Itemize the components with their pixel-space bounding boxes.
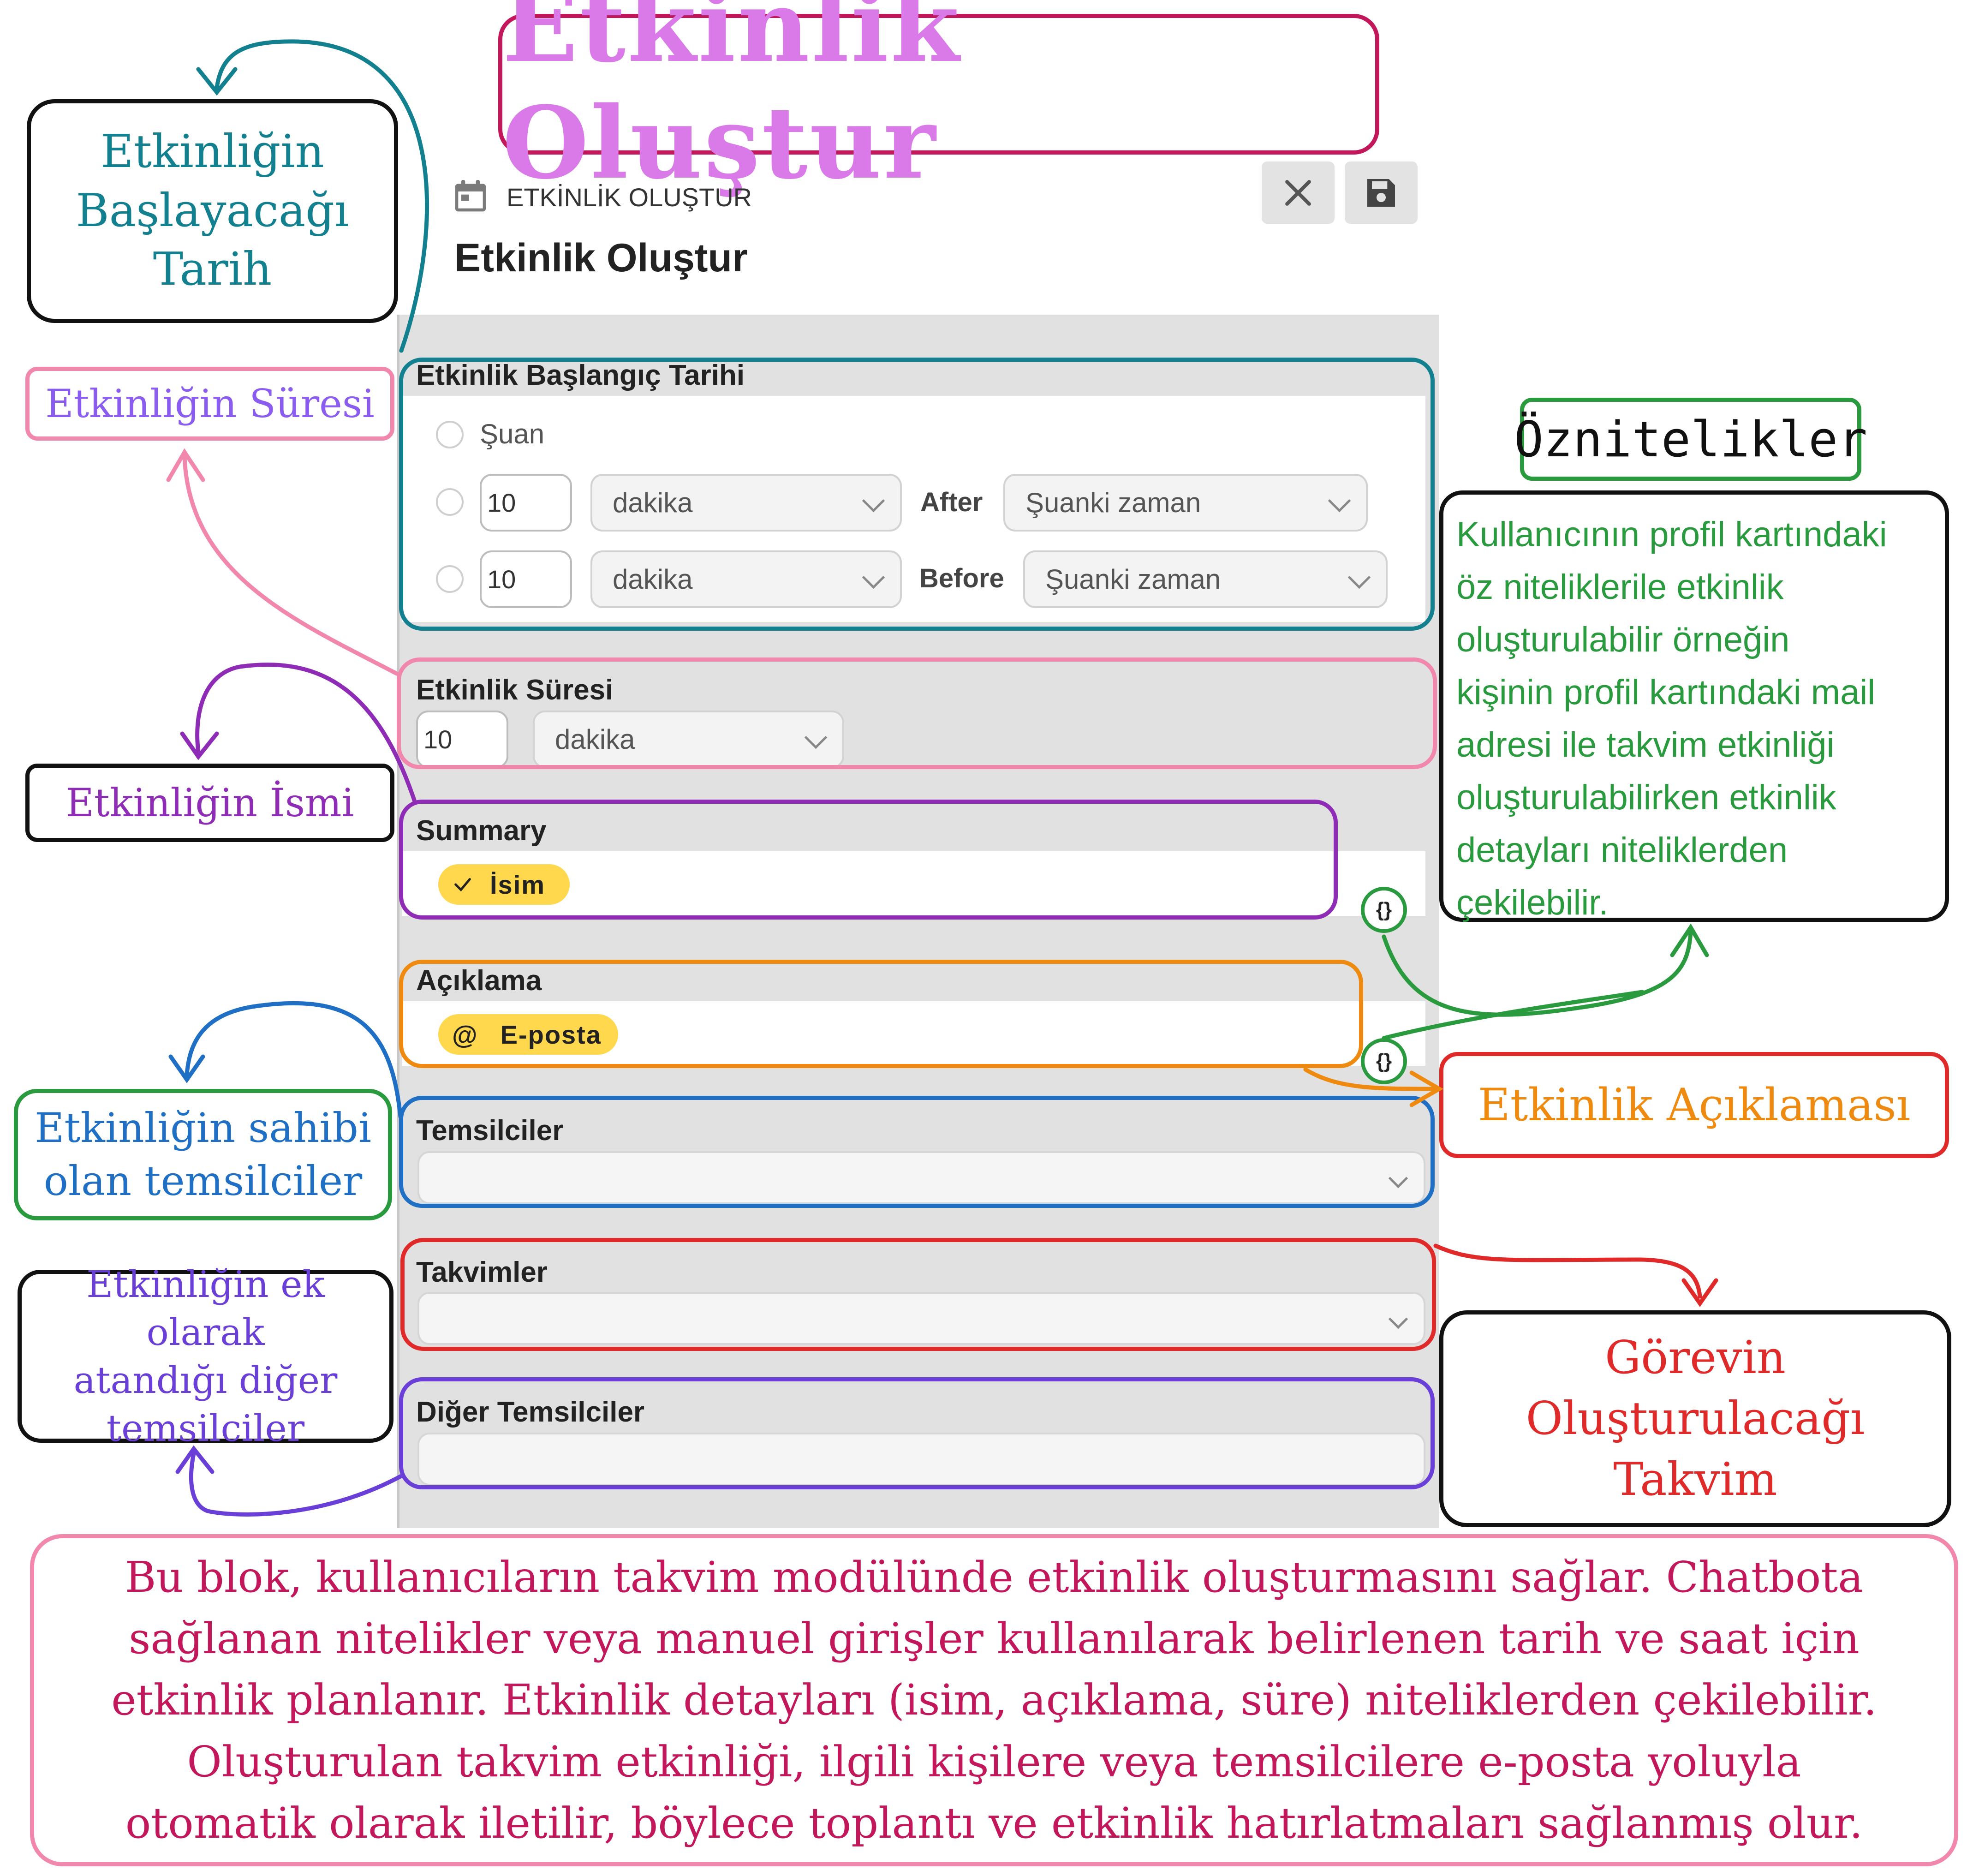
attributes-line: oluşturulabilirken etkinlik <box>1456 778 1836 817</box>
before-reference-select[interactable]: Şuanki zaman <box>1023 550 1388 608</box>
attributes-line: Kullanıcının profil kartındaki <box>1456 515 1887 554</box>
duration-title: Etkinlik Süresi <box>416 674 614 706</box>
before-unit-value: dakika <box>613 564 693 595</box>
calendars-select[interactable] <box>417 1292 1425 1345</box>
annotation-line: atandığı diğer <box>73 1358 338 1402</box>
summary-tag-label: İsim <box>490 870 546 899</box>
annotation-line: Oluşturulacağı <box>1526 1392 1865 1445</box>
owners-annotation: Etkinliğin sahibi olan temsilciler <box>14 1089 392 1220</box>
calendar-annotation: Görevin Oluşturulacağı Takvim <box>1439 1310 1951 1527</box>
page-title: Etkinlik Oluştur <box>502 0 961 201</box>
duration-frame <box>397 657 1437 769</box>
description-tag[interactable]: @ E-posta <box>438 1014 618 1055</box>
summary-input[interactable] <box>402 851 1425 916</box>
after-value-input[interactable]: 10 <box>480 474 572 532</box>
panel-heading: Etkinlik Oluştur <box>454 236 748 280</box>
annotation-line: Etkinliğin sahibi <box>34 1104 372 1152</box>
annotation-line: Görevin <box>1605 1331 1786 1384</box>
duration-unit-select[interactable]: dakika <box>533 711 844 768</box>
representatives-frame <box>399 1096 1435 1208</box>
before-label: Before <box>919 563 1004 593</box>
attributes-line: oluşturulabilir örneğin <box>1456 620 1790 659</box>
attributes-line: çekilebilir. <box>1456 883 1609 922</box>
start-date-annotation: Etkinliğin Başlayacağı Tarih <box>27 99 398 323</box>
braces-icon[interactable]: {} <box>1361 1038 1407 1084</box>
description-title: Açıklama <box>416 965 542 997</box>
attributes-description: Kullanıcının profil kartındaki öz niteli… <box>1439 490 1949 922</box>
annotation-line: Tarih <box>153 243 272 296</box>
representatives-title: Temsilciler <box>416 1115 564 1147</box>
footer-line: otomatik olarak iletilir, böylece toplan… <box>125 1798 1863 1848</box>
other-representatives-title: Diğer Temsilciler <box>416 1396 645 1428</box>
start-date-frame <box>399 358 1435 631</box>
close-icon <box>1285 179 1311 206</box>
attributes-line: öz niteliklerile etkinlik <box>1456 568 1784 607</box>
description-annotation: Etkinlik Açıklaması <box>1439 1052 1949 1158</box>
annotation-text: Etkinliğin İsmi <box>66 780 354 825</box>
annotation-line: temsilciler <box>106 1406 305 1450</box>
before-unit-select[interactable]: dakika <box>590 550 902 608</box>
close-button[interactable] <box>1262 161 1335 224</box>
calendar-icon <box>455 180 486 212</box>
now-label: Şuan <box>480 418 545 449</box>
footer-line: Oluşturulan takvim etkinliği, ilgili kiş… <box>187 1737 1801 1786</box>
attributes-title: Öznitelikler <box>1514 411 1867 468</box>
duration-unit-value: dakika <box>555 724 635 755</box>
at-icon: @ <box>452 1020 478 1049</box>
after-unit-select[interactable]: dakika <box>590 474 902 532</box>
radio-after[interactable] <box>436 488 464 516</box>
radio-now[interactable] <box>436 421 464 448</box>
other-representatives-input[interactable] <box>417 1433 1425 1486</box>
description-tag-label: E-posta <box>500 1020 602 1049</box>
duration-value-input[interactable]: 10 <box>416 711 508 768</box>
summary-title: Summary <box>416 815 547 847</box>
annotation-text: Etkinliğin Süresi <box>45 381 375 426</box>
footer-line: etkinlik planlanır. Etkinlik detayları (… <box>111 1675 1877 1725</box>
annotation-line: Başlayacağı <box>76 184 349 237</box>
footer-line: Bu blok, kullanıcıların takvim modülünde… <box>125 1552 1864 1602</box>
representatives-select[interactable] <box>417 1151 1425 1204</box>
braces-icon[interactable]: {} <box>1361 887 1407 933</box>
name-annotation: Etkinliğin İsmi <box>25 764 394 842</box>
description-frame <box>399 960 1363 1068</box>
duration-annotation: Etkinliğin Süresi <box>25 367 394 441</box>
annotation-line: Etkinliğin ek olarak <box>86 1262 325 1354</box>
attributes-line: kişinin profil kartındaki mail <box>1456 673 1876 712</box>
others-annotation: Etkinliğin ek olarak atandığı diğer tems… <box>18 1263 393 1450</box>
attributes-line: detayları niteliklerden <box>1456 830 1788 870</box>
annotation-text: Etkinlik Açıklaması <box>1478 1079 1911 1131</box>
calendars-frame <box>400 1238 1436 1351</box>
annotation-line: Takvim <box>1613 1453 1777 1506</box>
after-label: After <box>920 487 983 517</box>
annotation-line: olan temsilciler <box>43 1157 363 1205</box>
footer-description: Bu blok, kullanıcıların takvim modülünde… <box>30 1534 1958 1866</box>
summary-tag[interactable]: İsim <box>438 864 570 905</box>
radio-before[interactable] <box>436 565 464 593</box>
summary-frame <box>399 800 1338 920</box>
before-reference-value: Şuanki zaman <box>1045 564 1221 595</box>
check-icon <box>454 878 471 892</box>
footer-line: sağlanan nitelikler veya manuel girişler… <box>129 1613 1860 1663</box>
calendars-title: Takvimler <box>416 1256 548 1288</box>
attributes-line: adresi ile takvim etkinliği <box>1456 725 1835 765</box>
after-reference-value: Şuanki zaman <box>1025 487 1201 518</box>
other-representatives-frame <box>399 1377 1435 1489</box>
after-unit-value: dakika <box>613 487 693 518</box>
title-frame: Etkinlik Oluştur <box>498 0 1379 201</box>
before-value-input[interactable]: 10 <box>480 550 572 608</box>
annotation-line: Etkinliğin <box>101 125 324 179</box>
start-date-title: Etkinlik Başlangıç Tarihi <box>416 359 745 391</box>
panel-header-label: ETKİNLİK OLUŞTUR <box>507 183 752 212</box>
save-button[interactable] <box>1345 161 1418 224</box>
after-reference-select[interactable]: Şuanki zaman <box>1003 474 1368 532</box>
save-icon <box>1367 179 1395 207</box>
attributes-title-box: Öznitelikler <box>1514 398 1867 481</box>
